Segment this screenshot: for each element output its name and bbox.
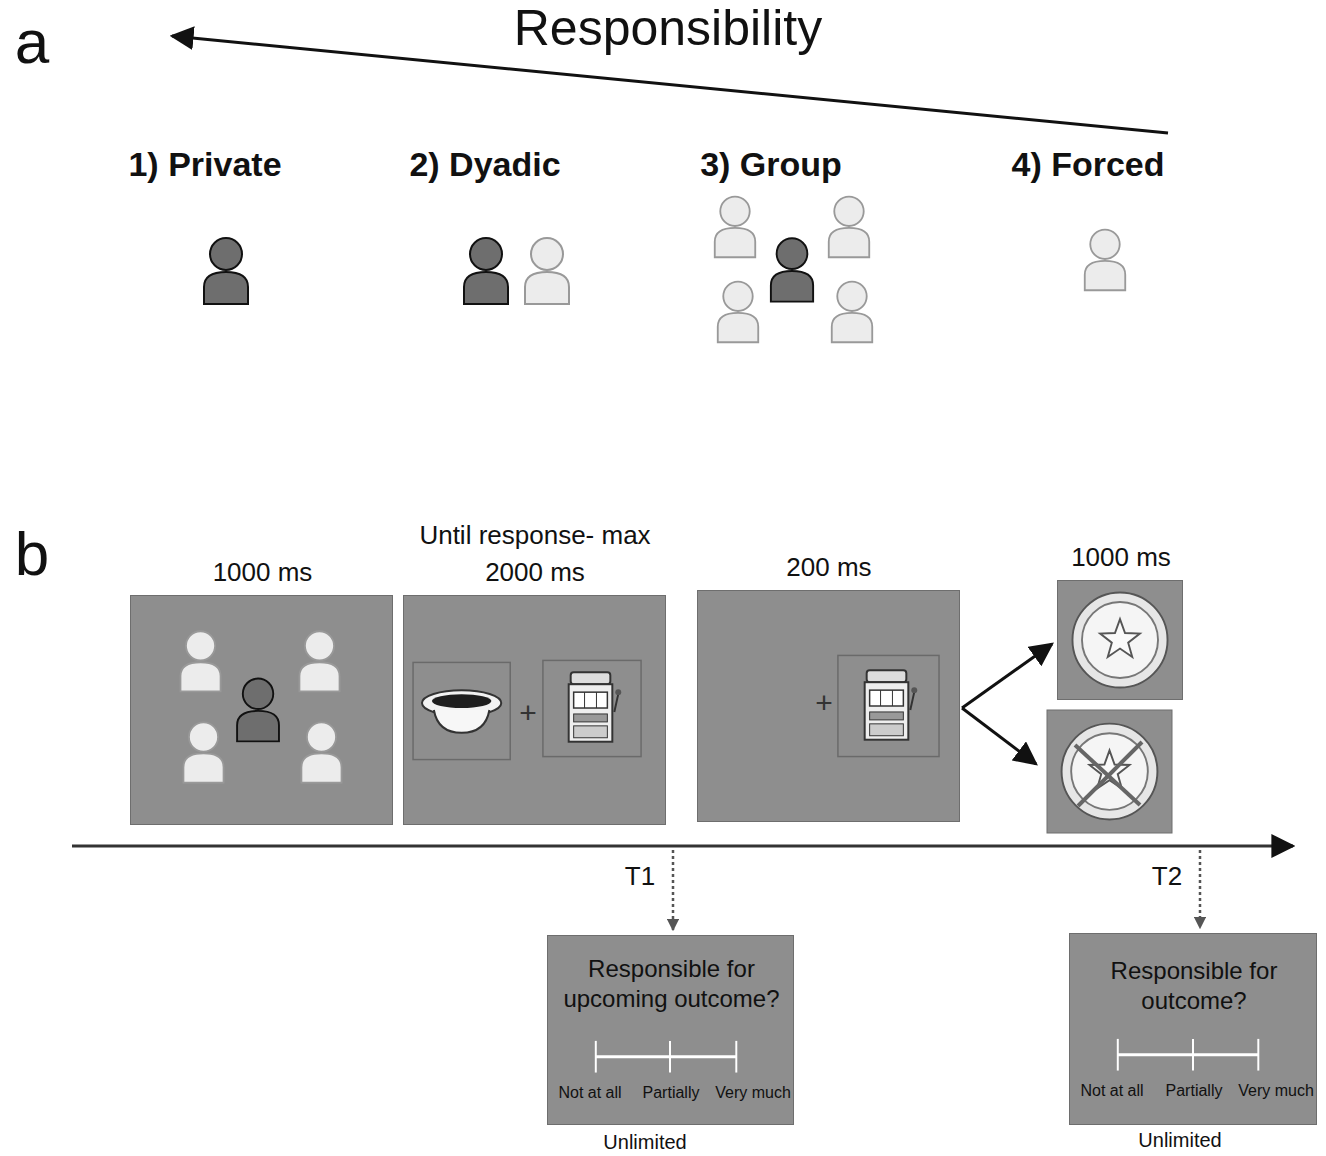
drawing-shape <box>413 662 510 759</box>
drawing-shape <box>865 670 918 739</box>
drawing-shape <box>669 1041 671 1073</box>
drawing-shape <box>1257 1039 1259 1071</box>
scale-label: Very much <box>711 1083 795 1103</box>
table-icon <box>422 690 501 733</box>
scale-label: Not at all <box>1070 1081 1154 1101</box>
drawing-shape <box>1062 724 1158 820</box>
person-icons <box>204 197 1125 343</box>
branch-arrow <box>962 644 1052 708</box>
drawing-shape <box>595 1041 597 1073</box>
scale-label: Not at all <box>548 1083 632 1103</box>
drawing-shape <box>543 660 641 756</box>
screen-duration: 1000 ms <box>111 554 414 590</box>
drawing-shape <box>1192 1039 1194 1071</box>
drawing-shape <box>204 238 248 304</box>
scale-label: Partially <box>629 1083 713 1103</box>
condition-label: 4) Forced <box>1011 145 1164 184</box>
duration-note: Unlimited <box>603 1131 686 1154</box>
duration-note: Unlimited <box>1138 1129 1221 1152</box>
time-marker: T1 <box>625 862 655 892</box>
drawing-shape <box>1047 710 1172 833</box>
drawing-shape <box>525 238 569 304</box>
drawing-shape <box>1118 1053 1259 1056</box>
drawing-shape <box>771 238 813 301</box>
rating-box: Responsible for outcome? Not at allPartia… <box>1069 933 1317 1125</box>
outcome-screen: 1000 ms <box>1057 580 1183 700</box>
fixation-cross: + <box>804 684 844 722</box>
drawing-shape <box>299 631 339 691</box>
time-marker: T2 <box>1152 862 1182 892</box>
screen-duration: Until response- max 2000 ms <box>415 517 655 590</box>
drawing-shape <box>596 1055 737 1058</box>
drawing-shape <box>838 655 939 756</box>
drawing-shape <box>832 282 872 343</box>
panel-letter: b <box>15 518 49 589</box>
axis-title: Responsibility <box>514 0 822 58</box>
group-cue-screen <box>131 596 392 824</box>
drawing-shape <box>1085 230 1125 291</box>
timeline-arrow <box>72 845 1293 848</box>
drawing-shape <box>301 722 341 782</box>
drawing-shape <box>237 679 279 742</box>
drawing-shape <box>432 694 491 708</box>
cue-screen: 1000 ms <box>130 595 393 825</box>
selection-screen: 200 ms+ <box>697 590 960 822</box>
choice-screen: Until response- max 2000 ms+ <box>403 595 666 825</box>
rating-box: Responsible for upcoming outcome? Not at … <box>547 935 794 1125</box>
text: Responsible for upcoming outcome? <box>558 954 785 1014</box>
drawing-shape <box>1117 1039 1119 1071</box>
scale-label: Partially <box>1152 1081 1236 1101</box>
branch-arrow <box>962 708 1036 764</box>
drawing-shape <box>180 631 220 691</box>
screen-duration: 1000 ms <box>1021 539 1221 575</box>
screen-duration: 200 ms <box>709 549 949 585</box>
condition-label: 1) Private <box>128 145 281 184</box>
drawing-shape <box>829 197 869 258</box>
scale-label: Very much <box>1234 1081 1318 1101</box>
condition-label: 3) Group <box>700 145 842 184</box>
loss-coin <box>1047 710 1172 833</box>
fixation-cross: + <box>508 694 548 732</box>
text: Responsible for outcome? <box>1080 956 1308 1016</box>
drawing-shape <box>718 282 758 343</box>
drawing-shape <box>735 1041 737 1073</box>
t1-pointer <box>672 850 675 930</box>
panel-letter: a <box>15 6 49 77</box>
drawing-shape <box>464 238 508 304</box>
win-coin <box>1058 581 1182 699</box>
drawing-shape <box>183 722 223 782</box>
drawing-shape <box>1072 592 1167 687</box>
t2-pointer <box>1199 850 1202 928</box>
drawing-shape <box>715 197 755 258</box>
drawing-shape <box>1078 742 1142 806</box>
drawing-shape <box>569 672 622 741</box>
condition-label: 2) Dyadic <box>409 145 560 184</box>
drawing-shape <box>434 710 490 733</box>
